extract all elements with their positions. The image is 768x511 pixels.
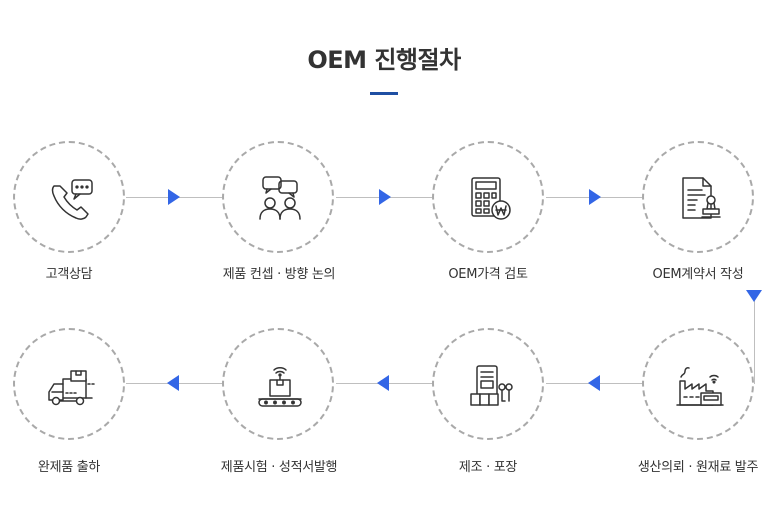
arrow-left-icon bbox=[588, 375, 600, 391]
delivery-truck-icon bbox=[48, 370, 95, 406]
step-manufacturing-packaging bbox=[432, 328, 544, 440]
step-concept-discussion bbox=[222, 141, 334, 253]
arrow-right-icon bbox=[168, 189, 180, 205]
step-label: 제품시험 · 성적서발행 bbox=[220, 460, 338, 475]
title-underline bbox=[370, 92, 398, 95]
conveyor-test-icon bbox=[258, 367, 302, 407]
arrow-left-icon bbox=[377, 375, 389, 391]
contract-stamp-icon bbox=[682, 177, 721, 219]
step-label: OEM계약서 작성 bbox=[652, 267, 744, 282]
manufacturing-icon bbox=[470, 365, 513, 406]
step-contract-writing bbox=[642, 141, 754, 253]
arrow-right-icon bbox=[379, 189, 391, 205]
arrow-left-icon bbox=[167, 375, 179, 391]
step-label: 제조 · 포장 bbox=[458, 460, 518, 475]
page-title: OEM 진행절차 bbox=[307, 46, 461, 74]
factory-icon bbox=[676, 367, 724, 406]
step-label: 완제품 출하 bbox=[37, 460, 101, 475]
connector-4-5 bbox=[754, 300, 755, 383]
step-label: 고객상담 bbox=[45, 267, 93, 282]
calculator-won-icon bbox=[471, 177, 511, 220]
step-label: 제품 컨셉 · 방향 논의 bbox=[222, 267, 336, 282]
step-product-shipping bbox=[13, 328, 125, 440]
discussion-icon bbox=[259, 176, 301, 220]
step-label: OEM가격 검토 bbox=[448, 267, 528, 282]
step-production-order bbox=[642, 328, 754, 440]
step-label: 생산의뢰 · 원재료 발주 bbox=[637, 460, 759, 475]
step-price-review bbox=[432, 141, 544, 253]
phone-chat-icon bbox=[51, 179, 93, 220]
arrow-right-icon bbox=[589, 189, 601, 205]
step-testing-report bbox=[222, 328, 334, 440]
arrow-down-icon bbox=[746, 290, 762, 302]
step-customer-consultation bbox=[13, 141, 125, 253]
